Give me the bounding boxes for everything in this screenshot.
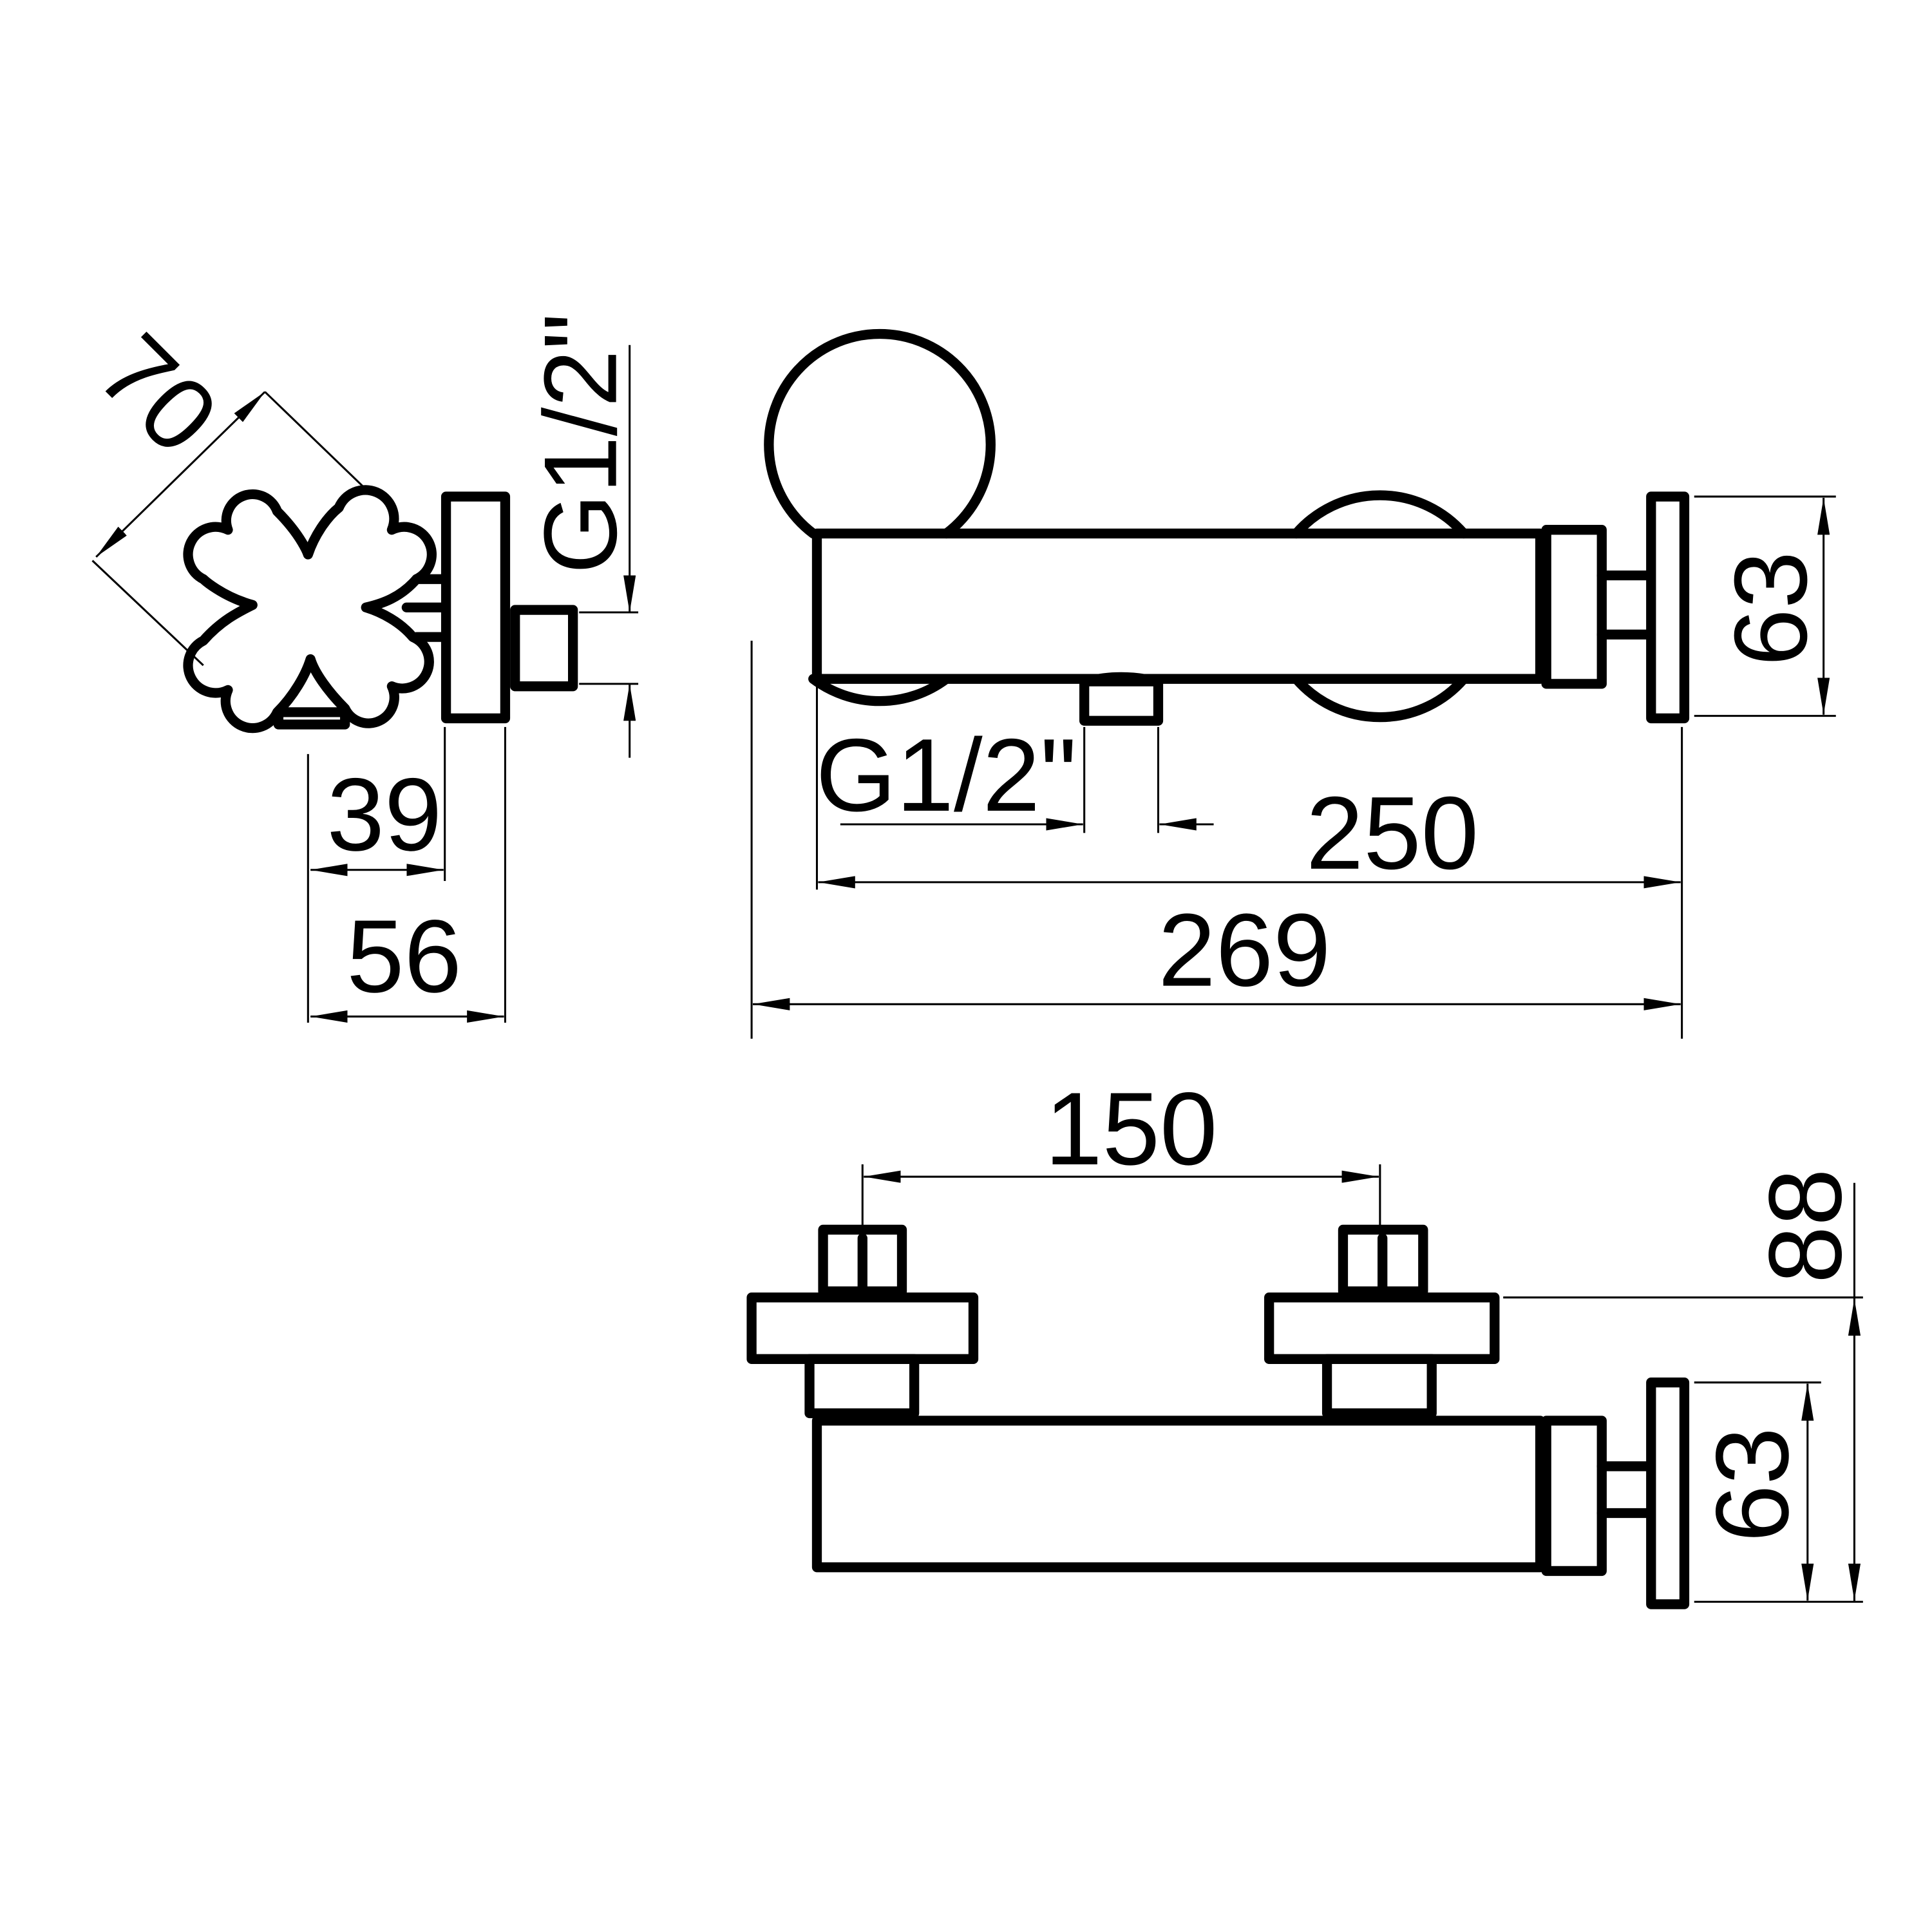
outlet-end xyxy=(273,707,350,730)
nut-split xyxy=(857,1233,1388,1296)
dim-label-269: 269 xyxy=(1158,893,1331,1009)
left-connector xyxy=(804,1354,920,1419)
right-rosette xyxy=(1291,490,1469,723)
dim-label-150: 150 xyxy=(1045,1072,1217,1187)
left-rosette-top xyxy=(746,1293,979,1364)
dim-label-39: 39 xyxy=(327,757,442,873)
dim-label-63: 63 xyxy=(1714,551,1829,667)
dim-line-70 xyxy=(95,391,266,558)
spindle xyxy=(1596,570,1654,639)
dim-label-88: 88 xyxy=(1748,1168,1863,1283)
dim-label-250: 250 xyxy=(1306,776,1479,891)
control-knob-top xyxy=(1646,1378,1690,1609)
ext-line xyxy=(91,560,204,667)
end-view: 70 G1/2" 39 56 xyxy=(77,312,639,1023)
temperature-handle xyxy=(1541,525,1607,689)
outlet-connector xyxy=(1079,672,1164,726)
dim-label-outlet-thread: G1/2" xyxy=(816,718,1077,833)
handle-top xyxy=(1541,1416,1607,1577)
front-view: 63 G1/2" 250 269 xyxy=(750,328,1836,1039)
control-knob xyxy=(1646,491,1690,724)
top-view: 150 88 63 xyxy=(746,1072,1863,1609)
dim-label-56: 56 xyxy=(346,899,462,1014)
ext-line xyxy=(264,391,371,494)
body-end xyxy=(440,491,511,724)
mixer-body-top xyxy=(811,1416,1546,1573)
inlet-nut-end xyxy=(510,605,578,692)
right-rosette-top xyxy=(1264,1293,1500,1364)
dim-label-63-top: 63 xyxy=(1695,1427,1810,1542)
mixer-body xyxy=(811,528,1546,684)
dim-label-70: 70 xyxy=(77,312,240,475)
connector-lines xyxy=(401,574,446,642)
spindle-top xyxy=(1596,1461,1654,1519)
rosette-clover-outline xyxy=(183,485,437,734)
dim-label-inlet-thread: G1/2" xyxy=(524,313,639,574)
left-rosette xyxy=(764,328,996,706)
right-connector xyxy=(1321,1354,1437,1419)
